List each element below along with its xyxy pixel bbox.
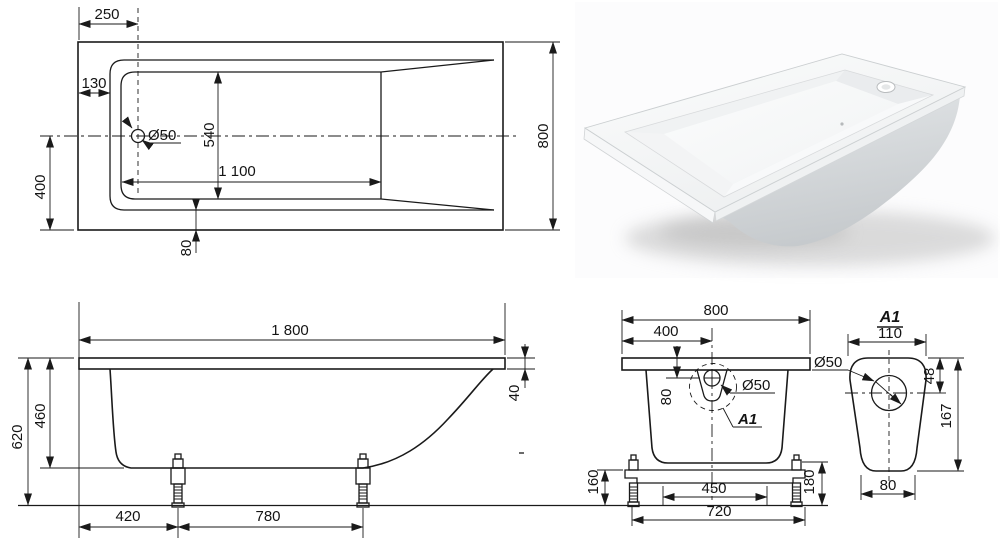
side-view: 1 800 620 460 40 420 780 xyxy=(9,302,828,538)
dim-label-plan-130: 130 xyxy=(81,75,106,92)
plan-rim-edge xyxy=(109,59,494,211)
dim-label-detail-167: 167 xyxy=(938,403,955,428)
end-rim-slab xyxy=(621,357,811,371)
dim-label-end-800: 800 xyxy=(703,302,728,319)
tub-skirt xyxy=(716,95,960,247)
dim-label-plan-80: 80 xyxy=(178,240,195,257)
end-support-frame xyxy=(624,469,806,484)
tub-wall-far xyxy=(625,70,845,134)
dim-label-side-620: 620 xyxy=(9,424,26,449)
plan-view: 250 130 540 Ø50 1 100 400 80 800 xyxy=(32,6,560,256)
dim-label-side-1800: 1 800 xyxy=(271,322,309,339)
dim-label-side-460: 460 xyxy=(32,403,49,428)
dim-label-end-160: 160 xyxy=(585,469,602,494)
tub-floor xyxy=(664,81,898,184)
detail-ref-label: A1 xyxy=(737,411,757,428)
dim-label-side-420: 420 xyxy=(115,508,140,525)
end-frame-right-foot xyxy=(790,454,803,508)
dim-label-plan-540: 540 xyxy=(201,122,218,147)
side-rim-slab xyxy=(78,357,506,370)
end-view: 800 400 80 Ø50 A1 160 180 450 720 xyxy=(585,302,828,526)
plan-basin-edge xyxy=(120,59,495,211)
dim-label-side-40: 40 xyxy=(506,385,523,402)
dim-label-detail-48: 48 xyxy=(921,368,938,385)
dim-label-plan-250: 250 xyxy=(94,6,119,23)
tub-overflow-dot xyxy=(840,122,844,126)
dim-label-end-720: 720 xyxy=(706,503,731,520)
dim-label-detail-drain: Ø50 xyxy=(814,354,842,371)
dim-label-end-180: 180 xyxy=(801,469,818,494)
dim-label-end-80: 80 xyxy=(658,389,675,406)
detail-pocket-outline xyxy=(849,357,927,472)
dim-label-detail-80: 80 xyxy=(880,477,897,494)
dim-label-side-780: 780 xyxy=(255,508,280,525)
product-photo xyxy=(575,2,998,278)
dim-label-plan-drain: Ø50 xyxy=(148,127,176,144)
tub-drain-inner xyxy=(881,84,891,90)
end-tub-profile xyxy=(645,369,789,464)
dim-label-detail-110: 110 xyxy=(878,325,902,342)
dim-label-end-drain: Ø50 xyxy=(742,377,770,394)
dim-label-plan-800: 800 xyxy=(535,123,552,148)
dim-label-plan-400: 400 xyxy=(32,174,49,199)
side-foot-rear xyxy=(355,453,371,508)
dim-label-plan-1100: 1 100 xyxy=(218,163,256,180)
detail-title: A1 xyxy=(879,309,901,326)
dim-label-end-400: 400 xyxy=(653,323,678,340)
dim-label-end-450: 450 xyxy=(701,480,726,497)
end-frame-left-foot xyxy=(627,454,640,508)
plan-drain-hole xyxy=(130,128,146,144)
side-tub-profile xyxy=(109,368,494,469)
detail-callout-circle xyxy=(689,363,737,411)
side-foot-front xyxy=(170,453,186,508)
tub-opening-edge xyxy=(624,69,935,198)
tub-wall-left xyxy=(625,132,733,197)
detail-a1-view: A1 110 Ø50 48 167 80 xyxy=(812,309,964,500)
